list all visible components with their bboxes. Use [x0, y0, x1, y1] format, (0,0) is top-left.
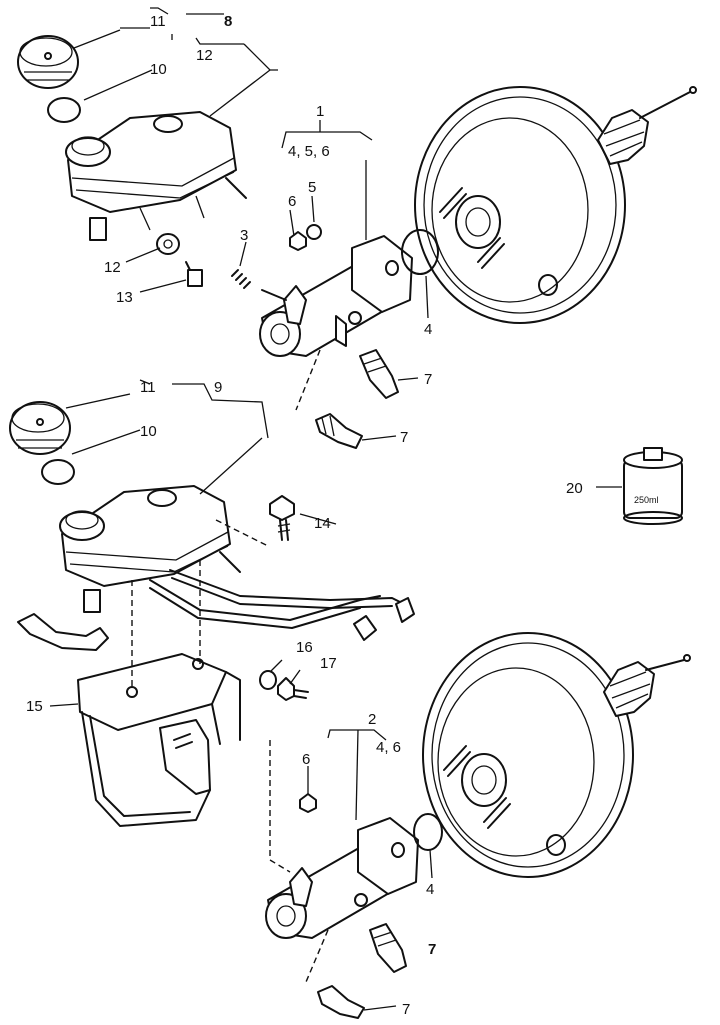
callout-7b: 7: [400, 429, 408, 446]
callout-15: 15: [26, 698, 43, 715]
callout-group-46: 4, 6: [376, 739, 401, 756]
callout-10a: 10: [150, 61, 167, 78]
bolt-and-bushing-top: [156, 233, 203, 287]
leader-lines: [49, 7, 622, 1011]
bolt-17: [277, 677, 309, 701]
washer-16: [259, 670, 277, 690]
callout-6a: 6: [288, 193, 296, 210]
brake-booster-bottom: [422, 632, 691, 878]
callout-7a: 7: [424, 371, 432, 388]
callout-group-456: 4, 5, 6: [288, 143, 330, 160]
callout-16: 16: [296, 639, 313, 656]
callout-9: 9: [214, 379, 222, 396]
reservoir-cap-top: [17, 35, 79, 89]
callout-11b: 11: [140, 379, 156, 396]
callout-6b: 6: [302, 751, 310, 768]
reservoir-cap-bottom: [9, 401, 71, 455]
callout-5: 5: [308, 179, 316, 196]
brake-fluid-can: [623, 447, 683, 525]
callout-17: 17: [320, 655, 337, 672]
pressure-switch-top-1: [359, 349, 399, 399]
callout-7c: 7: [428, 941, 436, 958]
fluid-reservoir-bottom: [59, 485, 241, 613]
nut-washer-top: [289, 224, 439, 275]
callout-13: 13: [116, 289, 133, 306]
callout-14: 14: [314, 515, 331, 532]
callout-10b: 10: [140, 423, 157, 440]
seal-ring-top: [47, 97, 81, 123]
can-label: 250ml: [634, 495, 659, 505]
master-cylinder-bottom: [265, 817, 419, 939]
callout-12a: 12: [196, 47, 213, 64]
callout-2: 2: [368, 711, 376, 728]
pressure-switch-top-2: [315, 413, 363, 449]
callout-20: 20: [566, 480, 583, 497]
brake-lines: [149, 569, 405, 629]
fluid-reservoir-top: [65, 111, 247, 241]
screw-14: [215, 495, 295, 547]
callout-12b: 12: [104, 259, 121, 276]
callout-3: 3: [240, 227, 248, 244]
callout-11a: 11: [150, 13, 166, 30]
callout-4b: 4: [426, 881, 434, 898]
line-fitting-1: [353, 615, 377, 641]
pressure-switch-bottom-2: [317, 985, 365, 1019]
callout-4a: 4: [424, 321, 432, 338]
line-fitting-2: [395, 597, 415, 623]
seal-ring-bottom: [41, 459, 75, 485]
brake-booster-top: [414, 86, 697, 324]
callout-8: 8: [224, 13, 232, 30]
master-cylinder-top: [231, 235, 413, 357]
pressure-switch-bottom-1: [369, 923, 407, 973]
callout-7d: 7: [402, 1001, 410, 1018]
mounting-bracket: [17, 560, 241, 827]
callout-1: 1: [316, 103, 324, 120]
